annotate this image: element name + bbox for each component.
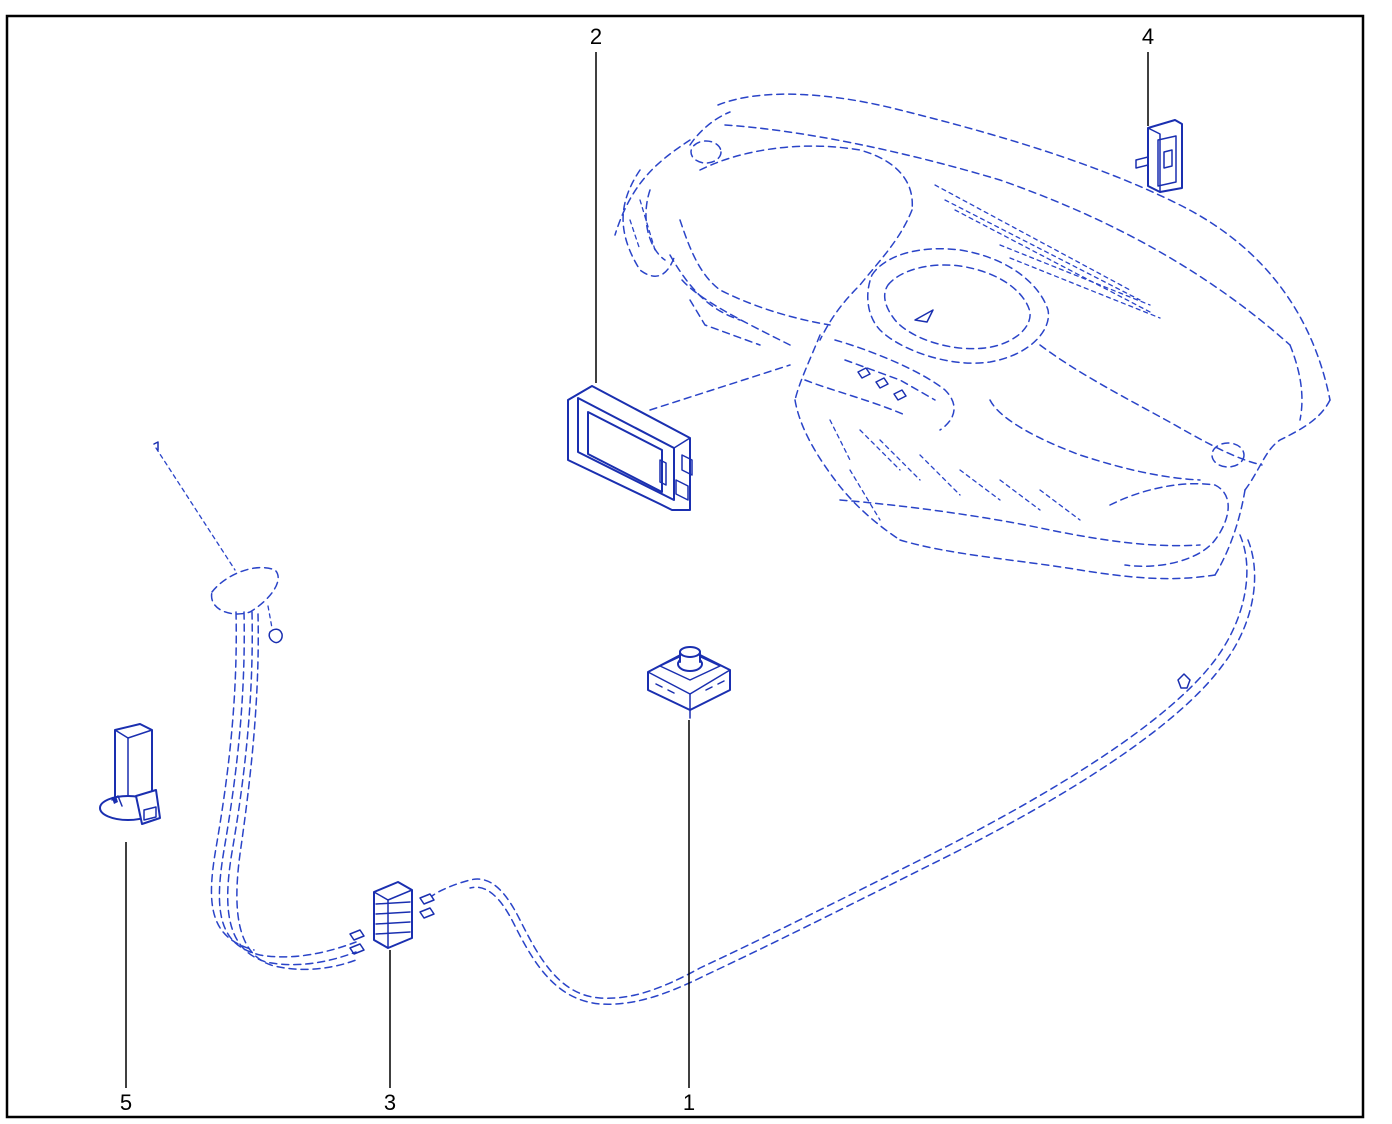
wiring-harness: [153, 441, 1256, 1005]
callout-1: 1: [683, 720, 695, 1115]
callout-4: 4: [1142, 24, 1154, 126]
callout-3: 3: [384, 950, 396, 1115]
connector-block[interactable]: [349, 881, 435, 955]
diagram-frame: [5, 14, 1365, 1119]
callout-2: 2: [590, 24, 602, 383]
dashboard-outline: [614, 93, 1331, 580]
callout-label-4: 4: [1142, 24, 1154, 49]
display-screen[interactable]: [567, 385, 693, 511]
display-link-line: [649, 364, 791, 411]
control-knob-unit[interactable]: [647, 646, 731, 719]
speaker-bracket[interactable]: [99, 723, 161, 825]
switch-module[interactable]: [1135, 119, 1183, 193]
callout-5: 5: [120, 842, 132, 1115]
callout-label-2: 2: [590, 24, 602, 49]
callout-label-1: 1: [683, 1090, 695, 1115]
callout-label-5: 5: [120, 1090, 132, 1115]
callout-label-3: 3: [384, 1090, 396, 1115]
